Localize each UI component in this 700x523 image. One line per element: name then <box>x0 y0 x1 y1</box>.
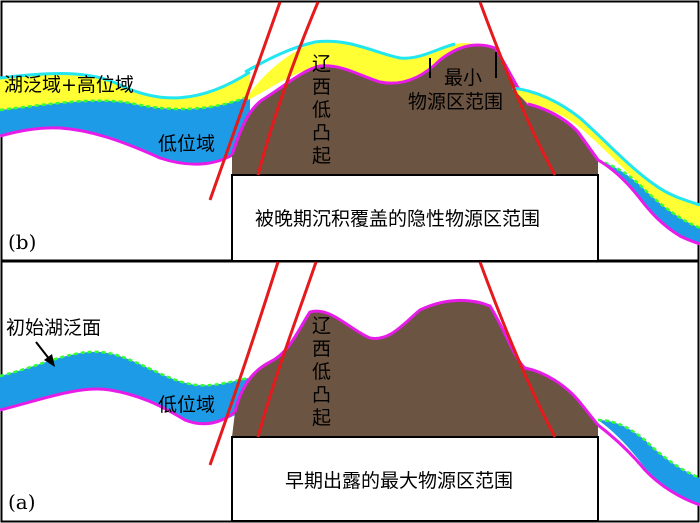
a-uplift-magenta-outline <box>233 298 600 426</box>
b-label-lowstand: 低位域 <box>158 133 215 155</box>
b-right-green-dash <box>597 158 700 230</box>
b-left-lowstand <box>0 96 250 164</box>
b-left-green-dash <box>0 94 251 112</box>
a-right-lowstand <box>598 420 700 505</box>
b-fault-right <box>478 1 557 176</box>
b-uplift-char-1: 辽 <box>312 53 331 75</box>
b-uplift-char-3: 低 <box>312 99 331 121</box>
b-uplift-cyan-line <box>244 39 456 74</box>
a-uplift-char-3: 低 <box>312 361 331 383</box>
a-uplift-body <box>232 300 598 437</box>
a-uplift-char-5: 起 <box>312 407 331 429</box>
b-label-uplift: 辽 西 低 凸 起 <box>312 53 331 167</box>
a-right-green-dash <box>597 418 700 480</box>
b-left-highstand <box>0 72 250 110</box>
b-right-highstand <box>512 88 700 228</box>
a-max-source-box <box>231 436 599 522</box>
b-left-magenta-line <box>0 126 233 166</box>
panel-a: 初始湖泛面 低位域 辽 西 低 凸 起 早期出露的最大物源区范围 (a) <box>0 260 700 523</box>
a-left-lowstand <box>0 351 248 424</box>
a-fault-left-outer <box>208 261 280 466</box>
b-right-cyan-line <box>511 86 700 207</box>
a-label-lowstand: 低位域 <box>158 394 215 416</box>
a-uplift-char-1: 辽 <box>312 315 331 337</box>
b-left-cyan-line <box>0 70 251 100</box>
b-uplift-char-5: 起 <box>312 145 331 167</box>
b-fault-left-inner <box>256 1 320 176</box>
a-fault-right <box>478 261 557 438</box>
b-label-min-source-1: 最小 <box>444 67 482 89</box>
panel-b: 湖泛域+高位域 低位域 辽 西 低 凸 起 最小 物源区范围 被晚期沉积覆盖的隐… <box>0 0 700 262</box>
b-label-lake-highstand: 湖泛域+高位域 <box>4 74 134 96</box>
a-label-box: 早期出露的最大物源区范围 <box>285 470 513 492</box>
a-left-magenta-line <box>0 387 236 426</box>
a-label-uplift: 辽 西 低 凸 起 <box>312 315 331 429</box>
b-uplift-body <box>232 44 598 176</box>
a-panel-tag: (a) <box>8 490 36 514</box>
a-uplift-char-2: 西 <box>312 338 331 360</box>
b-uplift-char-4: 凸 <box>312 122 331 144</box>
b-label-min-source-2: 物源区范围 <box>408 91 503 113</box>
b-right-lowstand <box>598 160 700 244</box>
a-flooding-arrow-head <box>44 354 55 367</box>
a-label-initial-flooding: 初始湖泛面 <box>6 317 101 339</box>
b-uplift-char-2: 西 <box>312 76 331 98</box>
a-uplift-char-4: 凸 <box>312 384 331 406</box>
a-flooding-arrow-line <box>35 341 51 361</box>
b-right-magenta-line <box>527 102 700 246</box>
b-label-box: 被晚期沉积覆盖的隐性物源区范围 <box>255 208 540 230</box>
a-fault-left-inner <box>256 261 318 438</box>
a-right-magenta-line <box>597 423 700 507</box>
b-fault-left-outer <box>208 1 282 201</box>
b-panel-tag: (b) <box>8 230 36 254</box>
